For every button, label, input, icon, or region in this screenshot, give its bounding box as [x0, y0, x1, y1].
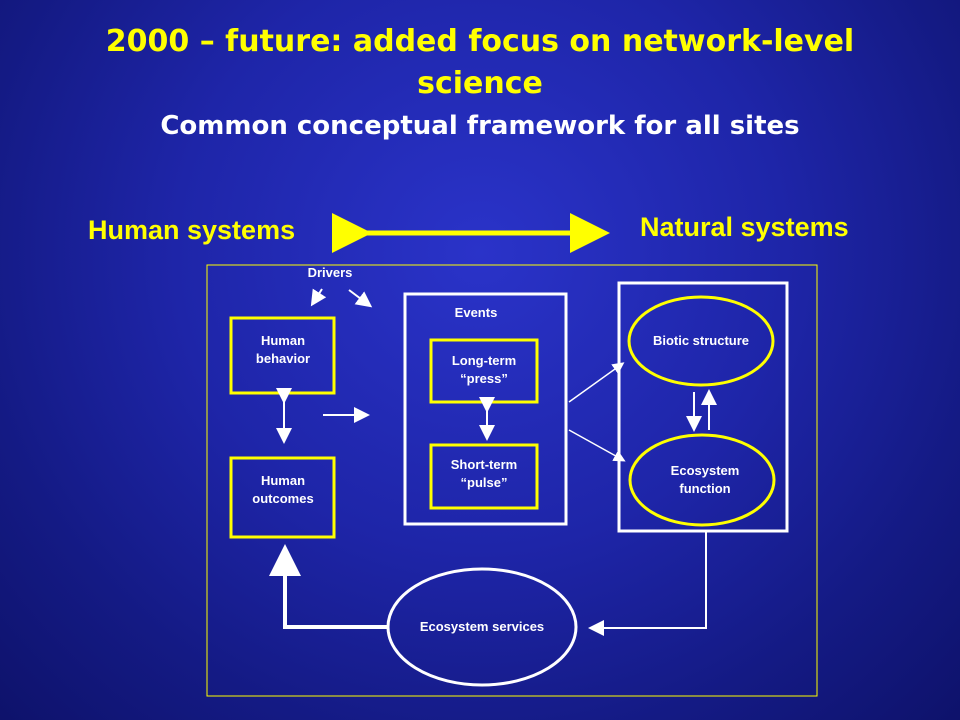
- ecosystem-services-label: Ecosystem services: [419, 619, 545, 634]
- driver-arrow-left: [310, 288, 327, 307]
- framework-frame: [206, 264, 818, 697]
- natural-to-services-arrow: [588, 531, 707, 636]
- human-behavior-label: Human behavior: [255, 333, 311, 366]
- human-outcomes-label: Human outcomes: [252, 473, 314, 506]
- services-to-outcomes-arrow: [269, 544, 389, 629]
- short-term-pulse-box: [429, 443, 539, 510]
- biotic-structure-label: Biotic structure: [652, 333, 750, 348]
- title-line-2: science: [417, 66, 543, 101]
- natural-systems-label: Natural systems: [640, 212, 849, 242]
- driver-arrow-right: [348, 289, 373, 308]
- title-line-1: 2000 – future: added focus on network-le…: [105, 24, 855, 59]
- ecosystem-function-ellipse: [628, 433, 776, 527]
- human-outcomes-box: [229, 456, 336, 539]
- short-term-pulse-label: Short-term “pulse”: [450, 457, 518, 490]
- long-term-press-label: Long-term “press”: [451, 353, 517, 386]
- ecosystem-function-label: Ecosystem function: [670, 463, 740, 496]
- subtitle: Common conceptual framework for all site…: [160, 111, 800, 141]
- drivers-label: Drivers: [307, 265, 353, 280]
- events-label: Events: [454, 305, 498, 320]
- human-systems-label: Human systems: [88, 215, 296, 245]
- events-to-biotic-arrow: [568, 362, 625, 403]
- natural-box: [617, 281, 789, 533]
- biotic-structure-ellipse: [627, 295, 775, 387]
- events-to-function-arrow: [568, 429, 626, 462]
- events-box: [403, 292, 568, 526]
